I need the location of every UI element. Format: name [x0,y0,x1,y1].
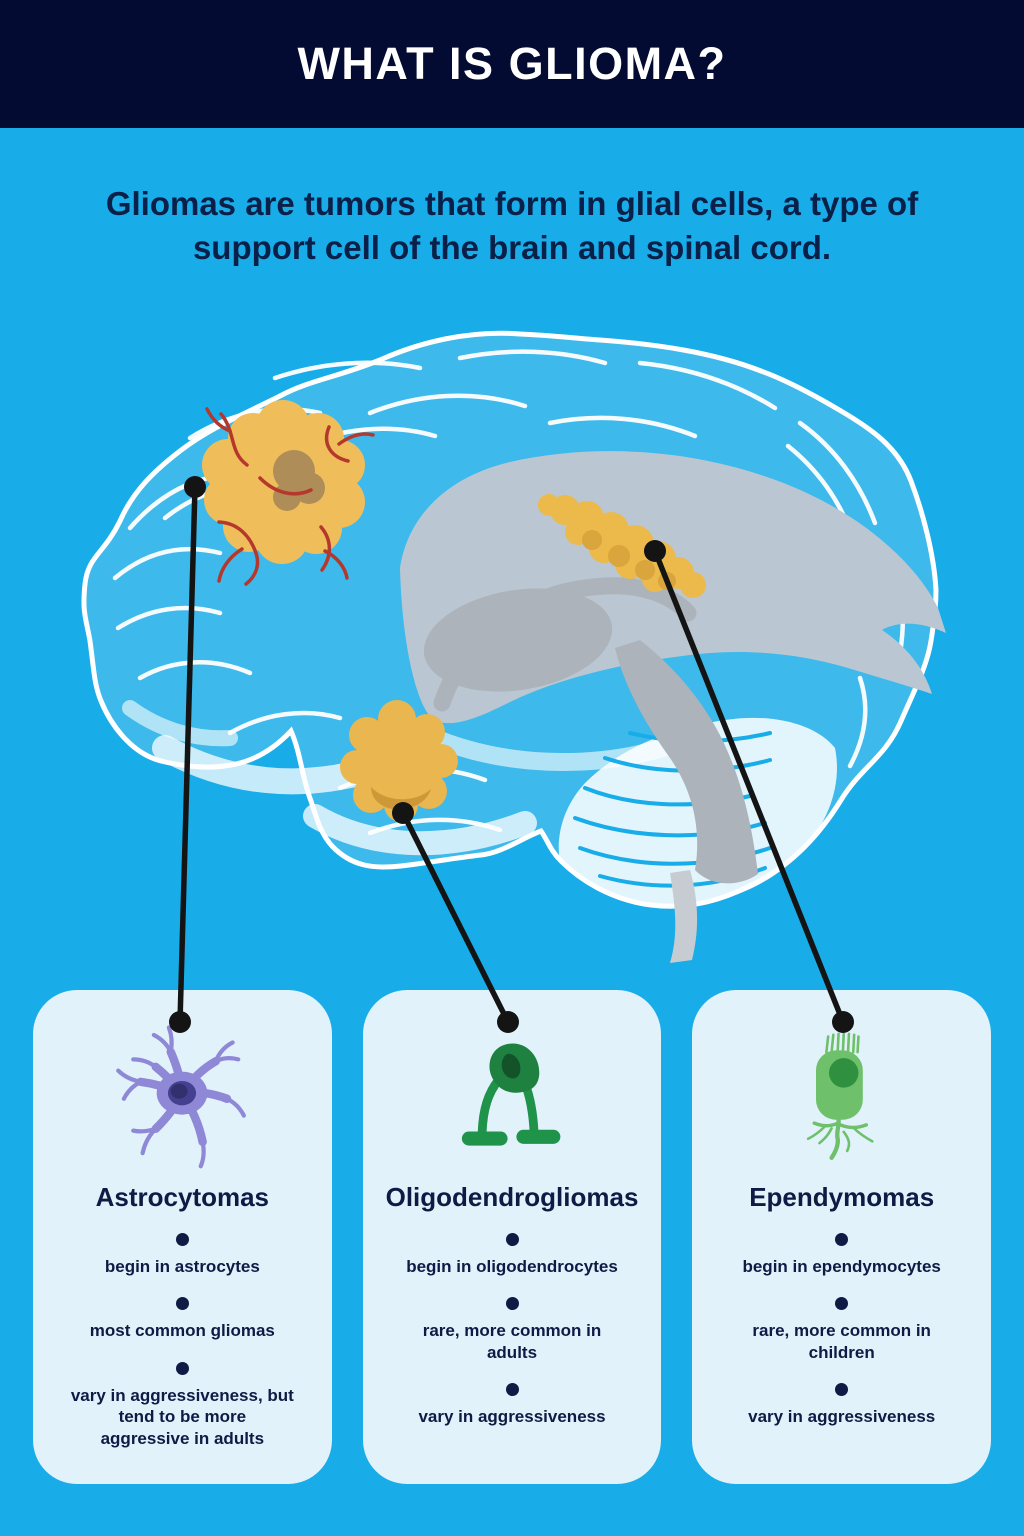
tumor-blood-vessels [205,407,375,586]
bullet-item: vary in aggressiveness, but tend to be m… [45,1361,320,1449]
header: WHAT IS GLIOMA? [0,0,1024,128]
card-astrocytomas: Astrocytomas begin in astrocytes most co… [33,990,332,1484]
bullet-text: begin in ependymocytes [742,1257,941,1276]
bullet-item: rare, more common in adults [375,1297,650,1363]
bullet-dot [505,1383,519,1397]
bullet-item: begin in oligodendrocytes [375,1233,650,1277]
card-oligodendrogliomas: Oligodendrogliomas begin in oligodendroc… [362,990,662,1484]
oligodendrocyte-icon-svg [461,1043,561,1146]
ependymocyte-icon [704,1016,979,1174]
intro-line-2: support cell of the brain and spinal cor… [192,228,832,266]
intro-line-1: Gliomas are tumors that form in glial ce… [105,185,919,222]
bullet-item: vary in aggressiveness [375,1383,650,1427]
card-title: Oligodendrogliomas [385,1182,639,1212]
card-ependymomas: Ependymomas begin in ependymocytes rare,… [692,990,992,1484]
bullet-text: vary in aggressiveness [748,1407,936,1427]
intro-text: Gliomas are tumors that form in glial ce… [0,182,1024,269]
astrocyte-icon-svg [116,1025,247,1169]
bullet-text: rare, more common in adults [422,1321,602,1362]
bullet-dot [505,1233,519,1246]
bullet-item: begin in astrocytes [45,1233,320,1277]
bullet-item: rare, more common in children [704,1297,979,1363]
card-title: Astrocytomas [95,1182,270,1212]
bullet-text: vary in aggressiveness, but tend to be m… [70,1385,294,1448]
bullet-text: vary in aggressiveness [418,1407,606,1427]
brain-illustration [70,318,950,968]
brain-svg [81,330,946,963]
bullet-text: begin in astrocytes [104,1257,260,1276]
page-title: WHAT IS GLIOMA? [297,38,727,89]
glioma-type-cards: Astrocytomas begin in astrocytes most co… [33,990,992,1484]
oligodendrocyte-icon [375,1016,650,1174]
bullet-text: begin in oligodendrocytes [406,1257,618,1276]
bullet-dot [175,1233,189,1246]
oligodendroglioma-tumor [340,700,458,822]
bullet-dot [835,1383,849,1397]
bullet-dot [175,1297,189,1311]
bullet-item: vary in aggressiveness [704,1383,979,1427]
bullet-dot [175,1361,189,1375]
bullet-text: most common gliomas [89,1321,275,1341]
astrocytoma-tumor [202,400,375,586]
bullet-item: begin in ependymocytes [704,1233,979,1277]
bullet-dot [835,1297,849,1311]
card-title: Ependymomas [749,1182,935,1212]
bullet-dot [505,1297,519,1311]
bullet-text: rare, more common in children [752,1321,931,1362]
bullet-item: most common gliomas [45,1297,320,1341]
ependymocyte-icon-svg [806,1032,874,1160]
bullet-dot [835,1233,849,1246]
astrocyte-icon [45,1016,320,1174]
